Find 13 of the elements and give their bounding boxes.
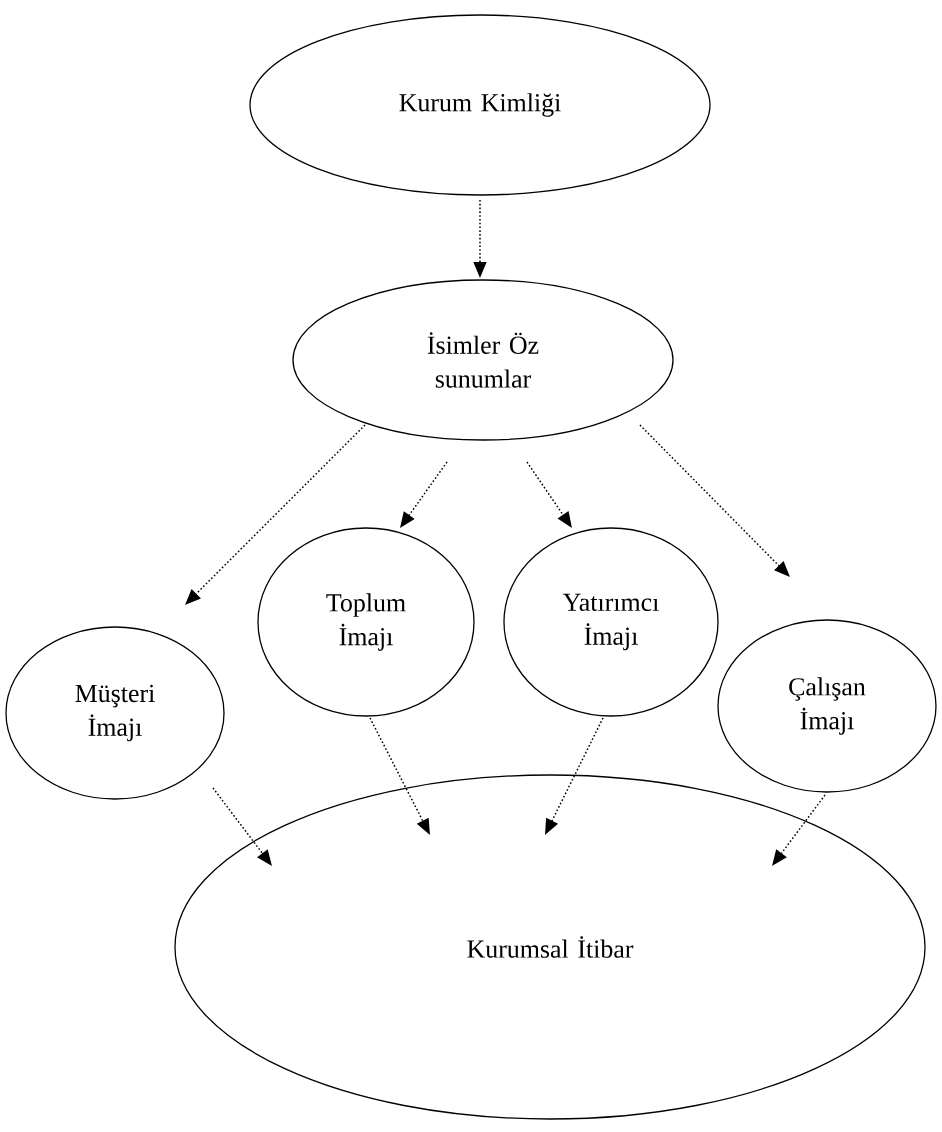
arrow bbox=[526, 461, 572, 528]
ellipse-node: İsimler Öz sunumlar bbox=[292, 279, 674, 441]
ellipse-node: Müşteri İmajı bbox=[5, 626, 225, 800]
ellipse-node: Çalışan İmajı bbox=[717, 619, 937, 793]
arrow bbox=[639, 424, 790, 577]
ellipse-node: Kurum Kimliği bbox=[249, 14, 711, 196]
ellipse-node: Kurumsal İtibar bbox=[174, 774, 926, 1120]
arrow bbox=[185, 424, 366, 605]
arrow bbox=[772, 794, 826, 866]
arrow bbox=[212, 787, 272, 866]
ellipse-node: Toplum İmajı bbox=[257, 527, 475, 717]
arrow bbox=[400, 461, 448, 528]
ellipse-node: Yatırımcı İmajı bbox=[503, 527, 719, 717]
